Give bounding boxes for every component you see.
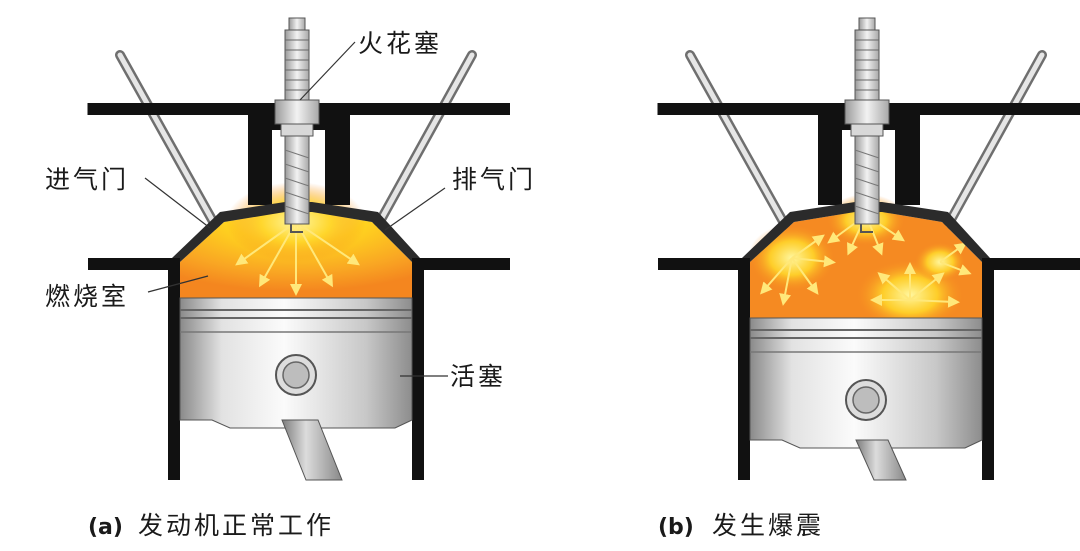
spark-plug-label: 火花塞 [358, 29, 442, 58]
leader-lines [144, 41, 448, 377]
caption-a-tag: (a) [88, 515, 123, 540]
caption-b-tag: (b) [658, 515, 694, 540]
panel-normal [87, 17, 511, 481]
piston-icon [179, 297, 413, 429]
connecting-rod-icon [855, 439, 907, 481]
panel-knock [657, 17, 1080, 481]
piston-icon [749, 317, 983, 449]
intake-valve-label: 进气门 [45, 165, 129, 194]
caption-a-text: 发动机正常工作 [138, 511, 334, 540]
connecting-rod-icon [281, 419, 343, 481]
caption-b-text: 发生爆震 [712, 511, 824, 540]
combustion-chamber-label: 燃烧室 [45, 282, 129, 311]
exhaust-valve-label: 排气门 [452, 165, 536, 194]
piston-label: 活塞 [450, 362, 506, 391]
